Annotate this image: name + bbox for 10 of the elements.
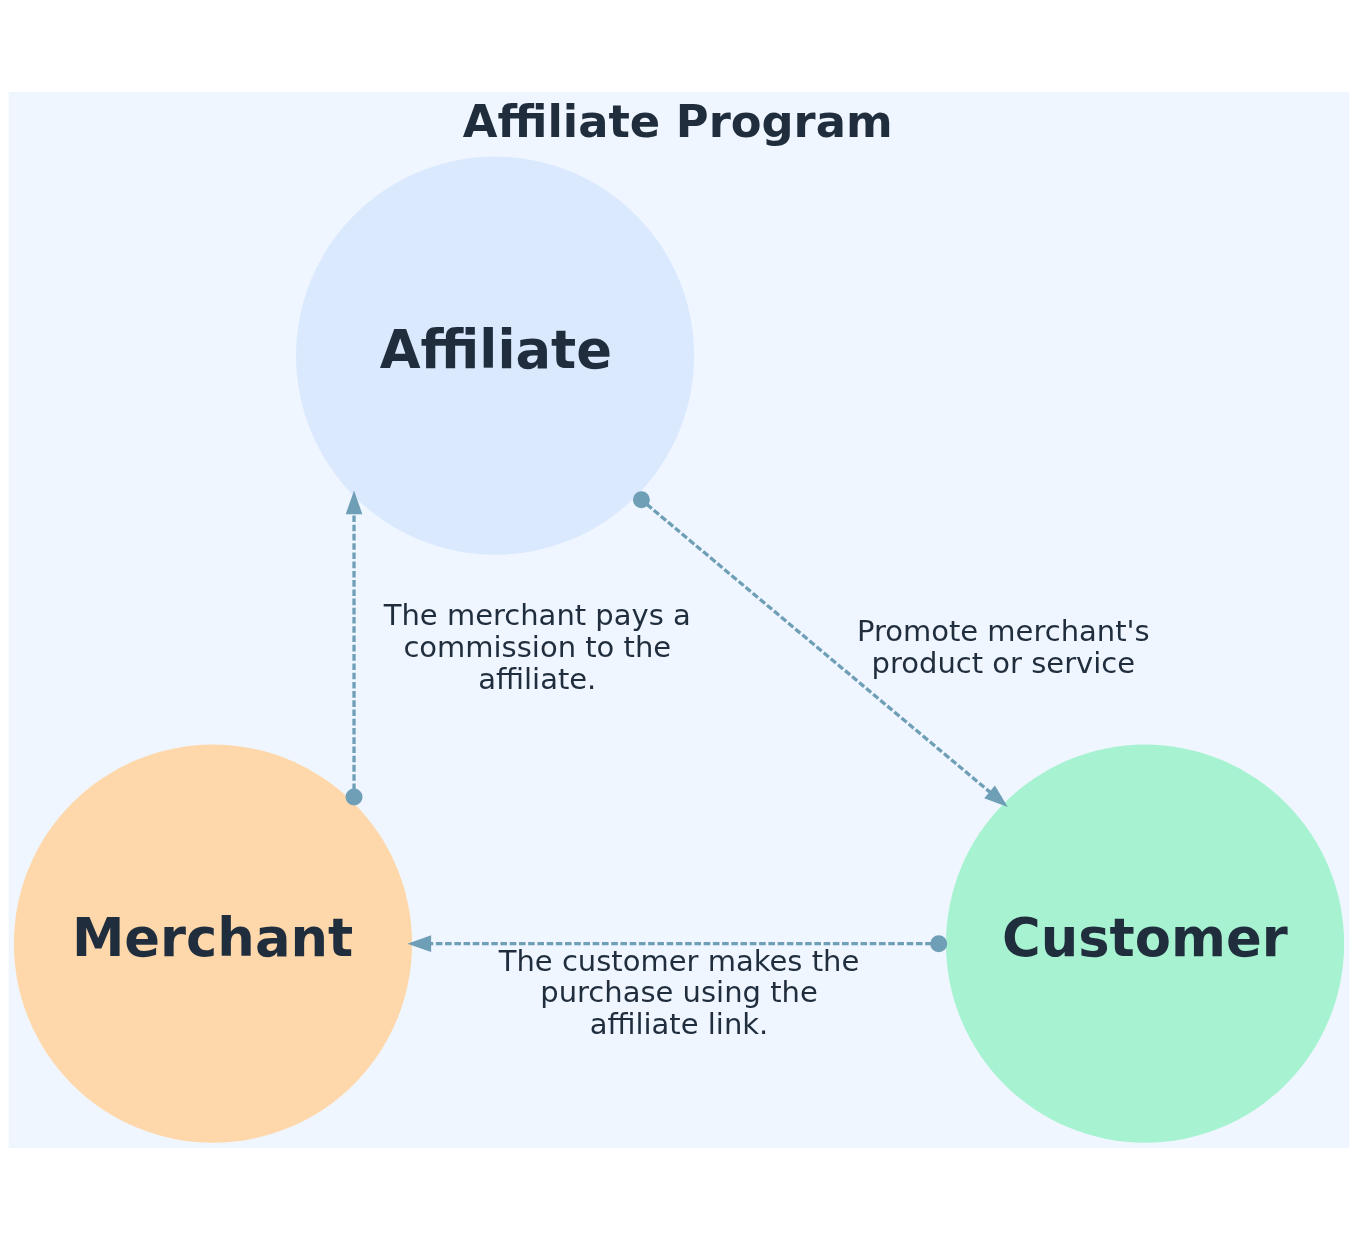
diagram-title: Affiliate Program (462, 94, 893, 148)
node-circle: Affiliate (296, 156, 695, 555)
node-circle: Customer (945, 744, 1345, 1143)
edge-label: Promote merchant's product or service (856, 613, 1150, 680)
edge-label: The merchant pays a commission to the affiliate. (383, 597, 691, 696)
arrow (632, 490, 1008, 807)
arrow (345, 489, 363, 806)
node-circle: Merchant (13, 744, 413, 1143)
arrow (407, 934, 948, 952)
edge-label: The customer makes the purchase using the affiliate link. (498, 943, 860, 1041)
